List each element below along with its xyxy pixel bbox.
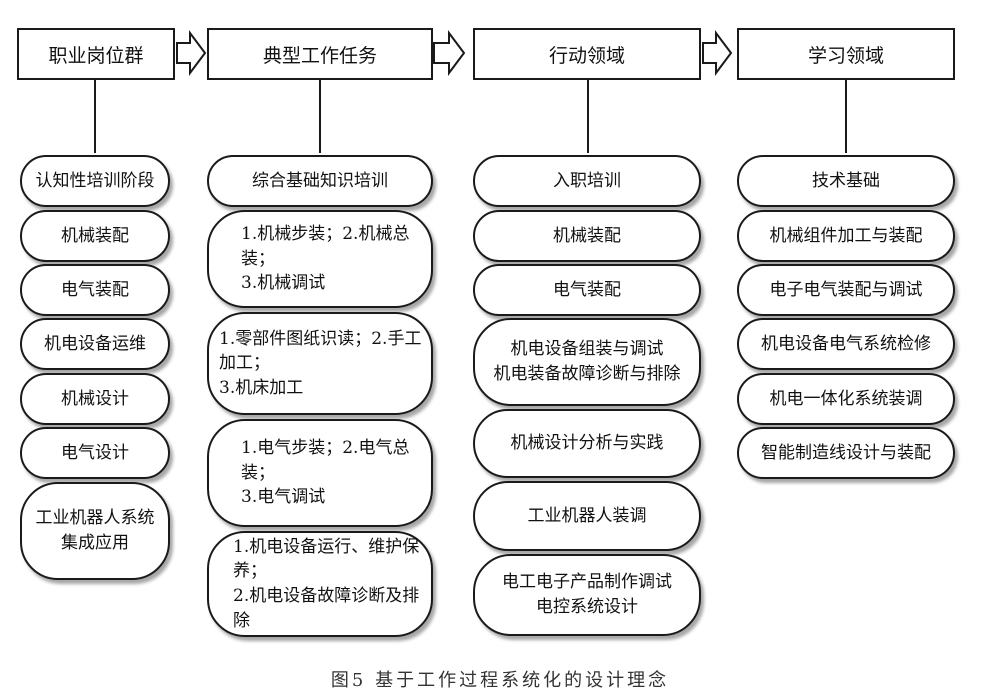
col3-item-5: 机械设计分析与实践 [473, 409, 701, 478]
col1-item-3: 电气装配 [20, 264, 170, 316]
header-learning-field: 学习领域 [737, 28, 955, 80]
col3-item-4: 机电设备组装与调试 机电装备故障诊断与排除 [473, 318, 701, 406]
col2-item-4: 1.电气步装；2.电气总装； 3.电气调试 [207, 419, 433, 527]
col3-item-1: 入职培训 [473, 155, 701, 207]
col4-item-4: 机电设备电气系统检修 [737, 318, 955, 370]
header-action-field: 行动领域 [473, 28, 701, 80]
col3-item-2: 机械装配 [473, 210, 701, 262]
col3-item-6: 工业机器人装调 [473, 481, 701, 551]
col1-item-7: 工业机器人系统 集成应用 [20, 482, 170, 580]
col1-item-4: 机电设备运维 [20, 318, 170, 370]
figure-caption: 图5 基于工作过程系统化的设计理念 [330, 670, 670, 691]
col1-item-2: 机械装配 [20, 210, 170, 262]
col2-item-1: 综合基础知识培训 [207, 155, 433, 207]
col4-item-1: 技术基础 [737, 155, 955, 207]
col2-item-2: 1.机械步装；2.机械总装； 3.机械调试 [207, 210, 433, 308]
col4-item-3: 电子电气装配与调试 [737, 264, 955, 316]
col4-item-6: 智能制造线设计与装配 [737, 427, 955, 479]
flow-arrow-2 [433, 30, 466, 76]
col1-item-5: 机械设计 [20, 373, 170, 425]
col2-item-3: 1.零部件图纸识读；2.手工加工； 3.机床加工 [207, 312, 433, 415]
header-career-cluster: 职业岗位群 [17, 28, 175, 80]
col3-item-3: 电气装配 [473, 264, 701, 316]
col2-item-5: 1.机电设备运行、维护保养； 2.机电设备故障诊断及排除 [207, 531, 433, 637]
header-typical-tasks: 典型工作任务 [207, 28, 433, 80]
col1-item-1: 认知性培训阶段 [20, 155, 170, 207]
col1-item-6: 电气设计 [20, 427, 170, 479]
col4-item-5: 机电一体化系统装调 [737, 373, 955, 425]
col3-item-7: 电工电子产品制作调试 电控系统设计 [473, 554, 701, 636]
flow-arrow-1 [176, 30, 207, 76]
vertical-connector-lines [94, 80, 847, 153]
col4-item-2: 机械组件加工与装配 [737, 210, 955, 262]
flow-arrow-3 [702, 30, 733, 76]
